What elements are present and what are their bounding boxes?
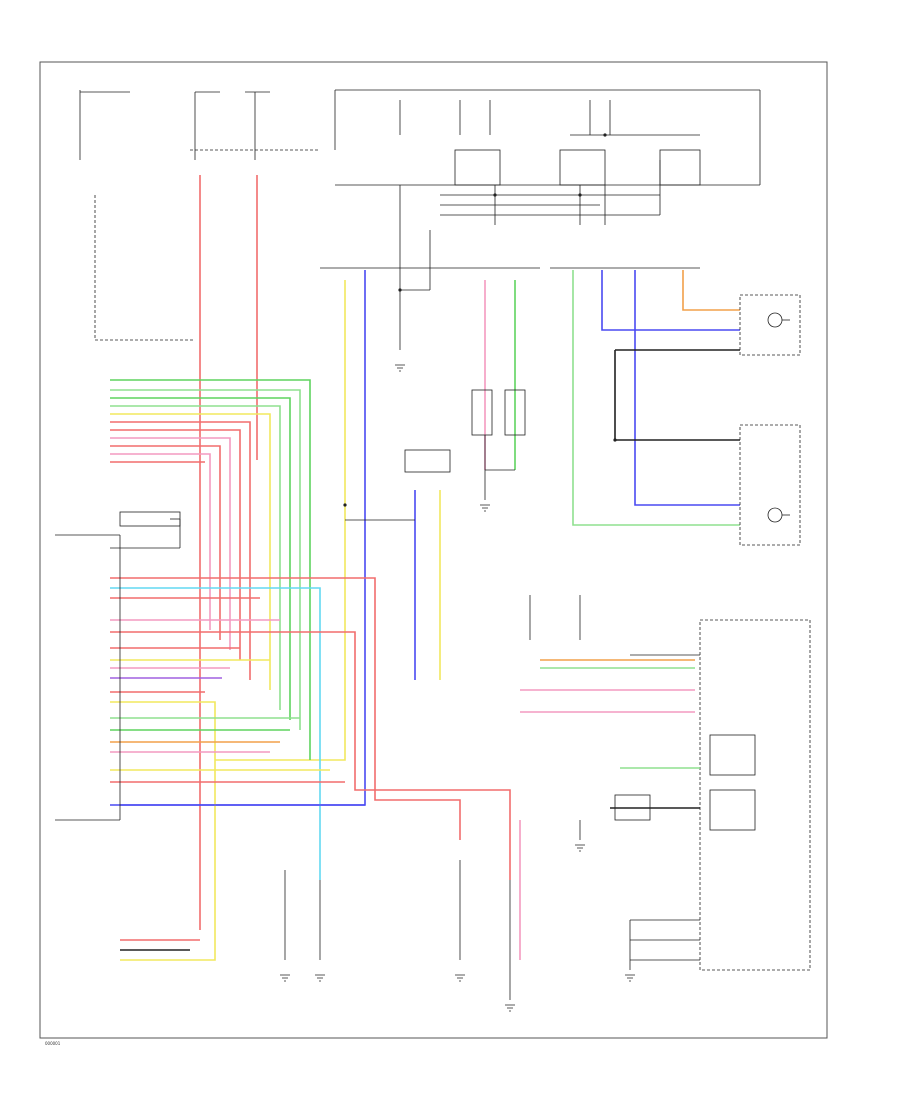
sensor-top-right — [739, 294, 801, 356]
sensor-mid-right — [739, 424, 801, 546]
ground-symbols — [280, 364, 635, 1012]
wire-harness-left-upper — [110, 379, 311, 760]
control-unit-connector — [55, 511, 181, 821]
footer-code: 000001 — [45, 1041, 61, 1046]
compressor-unit — [520, 595, 811, 971]
switch-row-bottom — [284, 820, 581, 1000]
fuse-block-top-left — [79, 90, 320, 341]
splice-points — [343, 133, 617, 507]
wire-harness-left-lower — [110, 577, 511, 961]
relay-block-top — [320, 89, 761, 350]
sensor-wires-center — [345, 389, 526, 680]
diagram-border — [39, 61, 828, 1039]
